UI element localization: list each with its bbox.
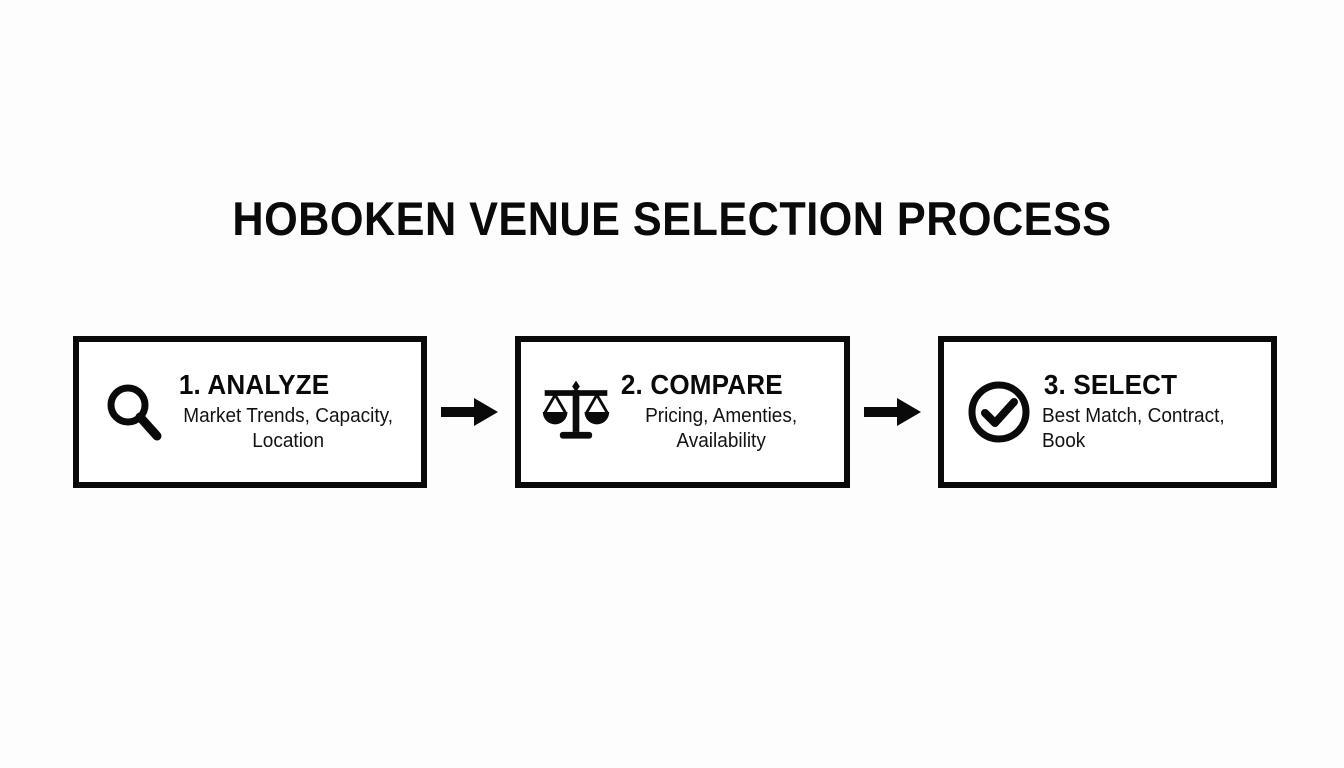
magnifier-icon — [97, 375, 171, 449]
balance-scales-icon — [539, 375, 613, 449]
flow-arrow-2 — [850, 336, 938, 488]
check-circle-icon — [962, 375, 1036, 449]
arrow-right-icon — [441, 398, 498, 426]
step-body: Best Match, Contract, Book — [1042, 404, 1225, 453]
process-step-analyze[interactable]: 1. ANALYZE Market Trends, Capacity, Loca… — [73, 336, 427, 488]
process-flow: 1. ANALYZE Market Trends, Capacity, Loca… — [73, 336, 1277, 488]
step-text-select: 3. SELECT Best Match, Contract, Book — [1042, 369, 1261, 455]
step-body: Market Trends, Capacity, Location — [183, 404, 394, 453]
page-title: HOBOKEN VENUE SELECTION PROCESS — [232, 192, 1112, 246]
process-step-select[interactable]: 3. SELECT Best Match, Contract, Book — [938, 336, 1277, 488]
step-heading: 1. ANALYZE — [178, 369, 330, 401]
flow-arrow-1 — [427, 336, 515, 488]
step-text-analyze: 1. ANALYZE Market Trends, Capacity, Loca… — [177, 369, 411, 455]
step-body: Pricing, Amenties, Availability — [645, 404, 798, 453]
process-step-compare[interactable]: 2. COMPARE Pricing, Amenties, Availabili… — [515, 336, 850, 488]
step-text-compare: 2. COMPARE Pricing, Amenties, Availabili… — [619, 369, 834, 455]
step-heading: 2. COMPARE — [620, 369, 783, 401]
step-heading: 3. SELECT — [1043, 369, 1178, 401]
arrow-right-icon — [864, 398, 921, 426]
